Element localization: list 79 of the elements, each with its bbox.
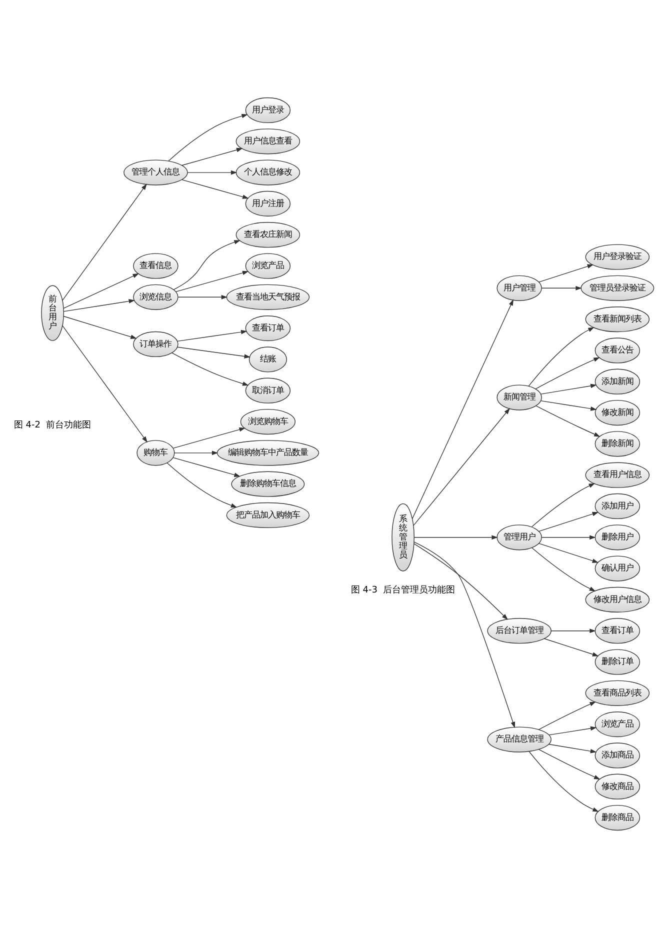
- node-ellipse: 删除用户: [594, 524, 640, 550]
- arrow: [172, 456, 240, 476]
- arrow: [531, 482, 596, 527]
- arrow: [548, 743, 597, 753]
- node-ellipse: 用户注册: [245, 190, 291, 216]
- node-ellipse: 删除商品: [594, 804, 640, 830]
- node-ellipse: 添加新闻: [594, 368, 640, 394]
- arrow: [176, 270, 249, 292]
- label: 图 4-3 后台管理员功能图: [350, 584, 456, 595]
- node-ellipse: 管理员登录验证: [580, 274, 654, 300]
- arrow: [181, 178, 249, 198]
- arrow: [541, 285, 582, 290]
- node-ellipse: 购物车: [136, 440, 175, 466]
- arrow: [413, 408, 510, 526]
- node-ellipse: 修改新闻: [594, 399, 640, 426]
- node-ellipse: 管理用户: [496, 524, 542, 550]
- node-ellipse: 查看订单: [245, 315, 291, 341]
- arrow: [550, 628, 596, 633]
- node-ellipse: 浏览产品: [594, 711, 640, 737]
- node-ellipse: 查看当地天气预报: [226, 284, 310, 310]
- node-ellipse: 确认用户: [594, 555, 640, 581]
- arrow: [538, 748, 600, 780]
- arrow: [178, 294, 228, 299]
- node-ellipse: 用户登录: [245, 96, 291, 123]
- arrow: [62, 183, 147, 300]
- node-ellipse: 系统管理员: [392, 502, 414, 571]
- node-ellipse: 新闻管理: [496, 384, 542, 410]
- arrow: [63, 298, 136, 312]
- arrow: [181, 147, 243, 166]
- arrow: [548, 726, 597, 735]
- node-ellipse: 取消订单: [245, 377, 291, 403]
- node-ellipse: 前台用户: [41, 284, 64, 340]
- node-ellipse: 后台订单管理: [487, 618, 552, 644]
- arrow: [528, 750, 599, 812]
- arrow: [528, 326, 594, 386]
- arrow: [63, 272, 140, 308]
- arrow: [172, 426, 246, 448]
- node-ellipse: 订单操作: [133, 330, 178, 357]
- arrow: [544, 638, 599, 656]
- arrow: [166, 462, 238, 507]
- node-ellipse: 结账: [248, 346, 287, 372]
- arrow: [538, 264, 594, 282]
- arrow: [540, 400, 597, 410]
- node-ellipse: 添加用户: [594, 492, 640, 519]
- arrow: [412, 298, 514, 518]
- arrow: [414, 542, 508, 620]
- arrow: [535, 356, 600, 389]
- arrow: [177, 346, 251, 358]
- arrow: [174, 450, 218, 455]
- node-ellipse: 查看公告: [594, 337, 640, 363]
- arrow: [538, 701, 596, 730]
- node-ellipse: 用户管理: [496, 274, 542, 300]
- node-ellipse: 管理个人信息: [124, 159, 188, 185]
- arrow: [414, 534, 498, 540]
- arrow: [187, 170, 238, 174]
- arrow: [62, 324, 148, 442]
- arrow: [541, 534, 596, 540]
- node-ellipse: 浏览购物车: [240, 408, 296, 434]
- node-ellipse: 添加商品: [594, 742, 640, 768]
- arrow: [540, 383, 597, 394]
- node-ellipse: 查看订单: [594, 618, 640, 644]
- arrow: [173, 240, 240, 290]
- node-ellipse: 删除订单: [594, 648, 640, 674]
- arrow: [538, 511, 599, 532]
- arrow: [532, 547, 596, 591]
- node-ellipse: 个人信息修改: [236, 159, 300, 185]
- label: 图 4-2 前台功能图: [14, 420, 92, 430]
- arrow: [177, 329, 248, 342]
- node-ellipse: 查看农庄新闻: [236, 222, 300, 248]
- node-ellipse: 浏览信息: [133, 284, 178, 310]
- arrow: [536, 405, 600, 436]
- node-ellipse: 产品信息管理: [487, 726, 552, 752]
- arrow: [538, 542, 599, 562]
- arrow: [414, 541, 516, 728]
- arrow: [172, 352, 249, 386]
- node-ellipse: 浏览产品: [245, 252, 291, 278]
- node-ellipse: 编辑购物车中产品数量: [216, 440, 320, 466]
- arrow: [168, 113, 248, 161]
- arrow: [63, 315, 137, 338]
